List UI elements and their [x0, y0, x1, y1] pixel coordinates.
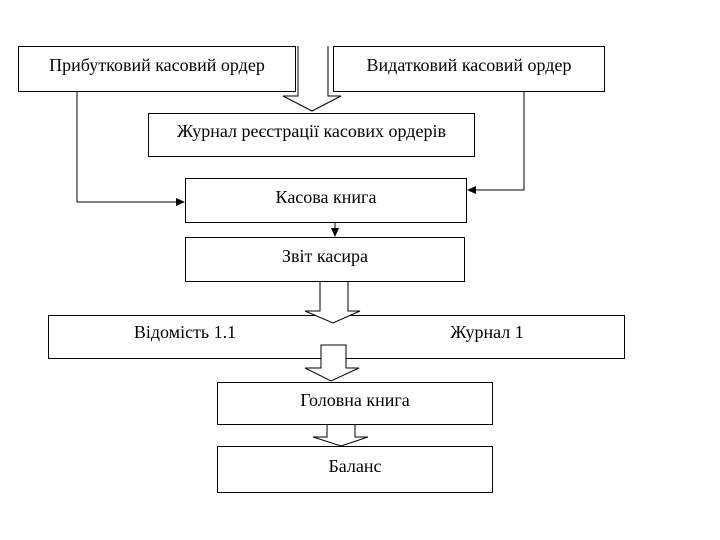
node-statement-journal-row: Відомість 1.1 Журнал 1: [48, 315, 625, 359]
node-balance-label: Баланс: [328, 455, 382, 476]
block-arrow-ledger-to-balance-icon: [312, 425, 369, 447]
node-outgoing-cash-order: Видатковий касовий ордер: [333, 46, 605, 92]
node-balance: Баланс: [217, 446, 493, 493]
node-general-ledger: Головна книга: [217, 382, 493, 425]
node-statement-label: Відомість 1.1: [133, 322, 237, 342]
arrowhead-left-icon: [467, 186, 476, 194]
connector-outgoing-to-cashbook: [475, 91, 525, 191]
node-journal-1-label: Журнал 1: [450, 322, 524, 342]
node-outgoing-cash-order-label: Видатковий касовий ордер: [366, 55, 572, 76]
node-cashier-report-label: Звіт касира: [282, 245, 368, 266]
arrowhead-down-icon: [331, 228, 339, 237]
node-cash-book: Касова книга: [185, 178, 467, 223]
node-cashier-report: Звіт касира: [185, 237, 465, 282]
node-cash-book-label: Касова книга: [275, 186, 377, 207]
node-registration-journal-label: Журнал реєстрації касових ордерів: [177, 121, 446, 142]
node-incoming-cash-order: Прибутковий касовий ордер: [18, 46, 296, 92]
arrowhead-right-icon: [176, 198, 185, 206]
node-general-ledger-label: Головна книга: [300, 389, 410, 410]
node-registration-journal: Журнал реєстрації касових ордерів: [148, 113, 475, 157]
node-incoming-cash-order-label: Прибутковий касовий ордер: [49, 55, 265, 76]
